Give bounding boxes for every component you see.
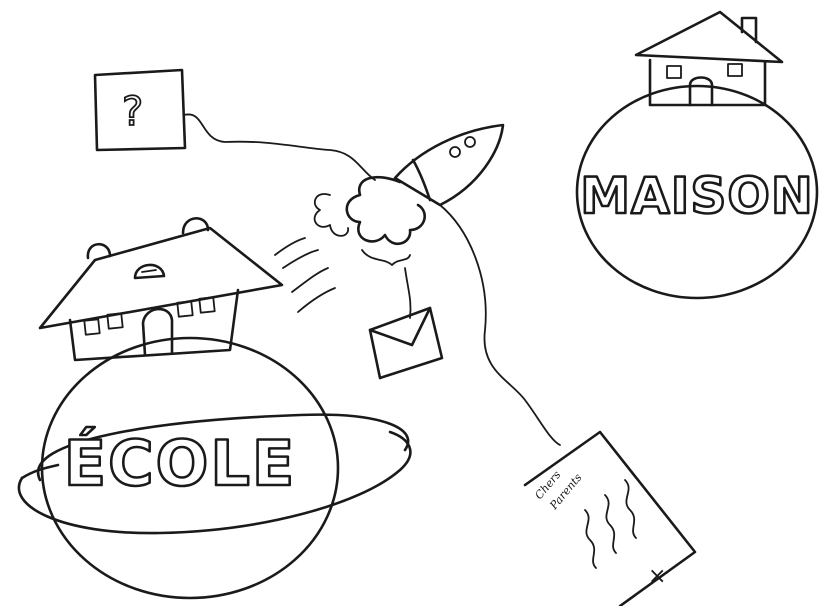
string-rocket-to-card (440, 205, 560, 445)
school-label: ÉCOLE (64, 427, 296, 500)
string-rocket-to-envelope (405, 268, 411, 318)
house-window (728, 64, 742, 76)
postcard: Chers Parents × (525, 432, 695, 606)
house-window (667, 66, 681, 78)
home-planet: MAISON (577, 12, 817, 298)
motion-lines (275, 238, 335, 312)
house-roof (636, 12, 782, 62)
school-roof (40, 228, 282, 328)
school-door (143, 309, 172, 355)
rocket-window (450, 147, 460, 157)
rocket (347, 125, 503, 265)
rocket-window (465, 137, 475, 147)
postcard-mark: × (648, 564, 666, 589)
house-door (690, 78, 712, 106)
question-note: ? (95, 70, 185, 150)
smoke-puff (315, 194, 349, 236)
school-planet: ÉCOLE (19, 218, 410, 598)
rocket-exhaust-tail (362, 250, 410, 265)
rocket-body (395, 125, 503, 205)
question-mark: ? (122, 89, 143, 135)
home-label: MAISON (580, 167, 813, 225)
string-note-to-rocket (184, 114, 375, 180)
school-window (84, 319, 99, 334)
rocket-exhaust-cloud (347, 177, 425, 244)
envelope-icon (370, 308, 442, 378)
